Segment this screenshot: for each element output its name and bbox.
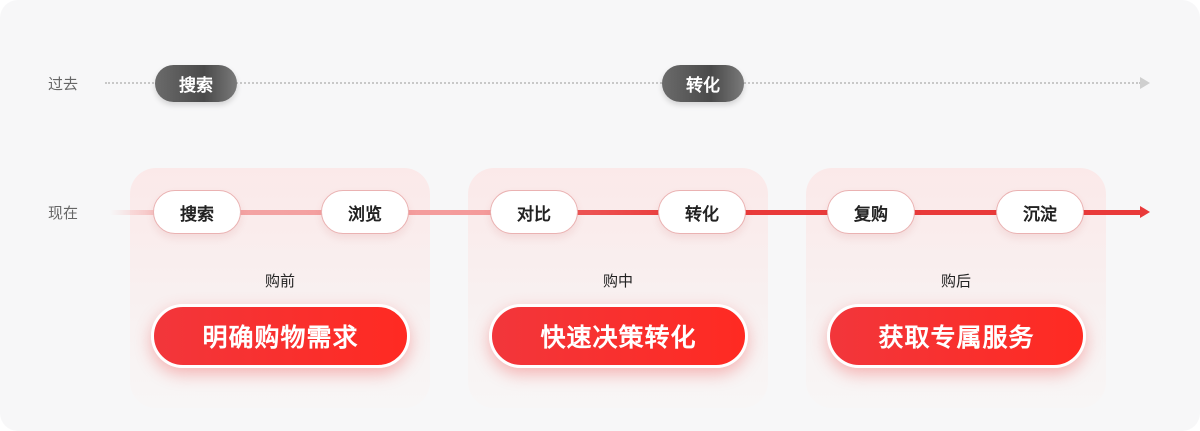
now-step-compare: 对比 bbox=[490, 190, 578, 234]
now-step-convert: 转化 bbox=[658, 190, 746, 234]
stage-label-pre: 购前 bbox=[264, 272, 295, 290]
now-step-search: 搜索 bbox=[153, 190, 241, 234]
past-step-convert: 转化 bbox=[662, 65, 744, 102]
past-step-search: 搜索 bbox=[155, 65, 237, 102]
past-timeline bbox=[105, 82, 1141, 84]
stage-label-mid: 购中 bbox=[602, 272, 633, 290]
now-row-label: 现在 bbox=[48, 204, 79, 222]
past-arrow-icon bbox=[1140, 77, 1150, 89]
now-timeline bbox=[490, 210, 1140, 215]
now-step-repurchase: 复购 bbox=[827, 190, 915, 234]
stage-goal-pre: 明确购物需求 bbox=[151, 304, 410, 368]
stage-goal-mid: 快速决策转化 bbox=[489, 304, 748, 368]
now-step-browse: 浏览 bbox=[321, 190, 409, 234]
now-timeline-pre bbox=[110, 210, 490, 215]
past-row-label: 过去 bbox=[48, 75, 79, 93]
now-arrow-icon bbox=[1140, 206, 1150, 218]
stage-goal-post: 获取专属服务 bbox=[827, 304, 1086, 368]
stage-label-post: 购后 bbox=[940, 272, 971, 290]
now-step-retain: 沉淀 bbox=[996, 190, 1084, 234]
